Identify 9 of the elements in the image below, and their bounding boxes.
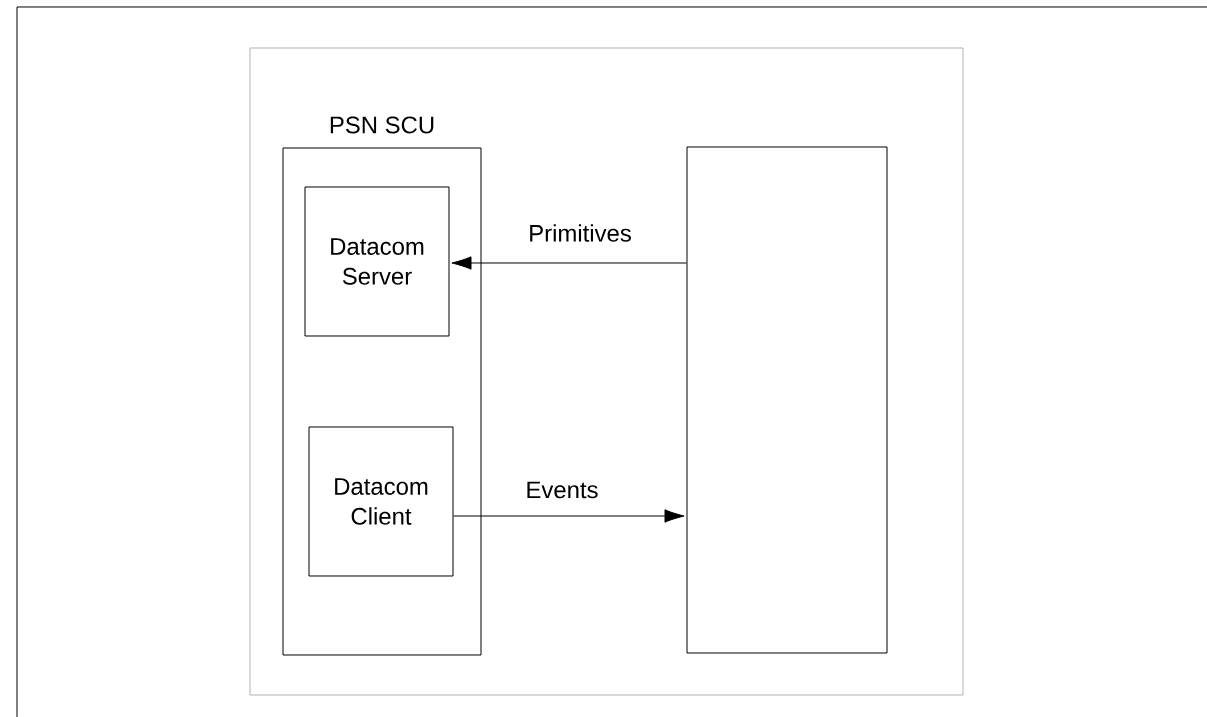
edge-label: Events [523, 479, 601, 501]
edge-label: Primitives [526, 222, 634, 244]
box-heading: PSN SCU [330, 116, 434, 134]
arrow [451, 256, 687, 270]
empty-box [686, 146, 888, 654]
arrow [453, 509, 685, 523]
component-box: Datacom Server [304, 186, 450, 337]
frame-box [249, 47, 964, 696]
component-box: Datacom Client [308, 426, 454, 577]
